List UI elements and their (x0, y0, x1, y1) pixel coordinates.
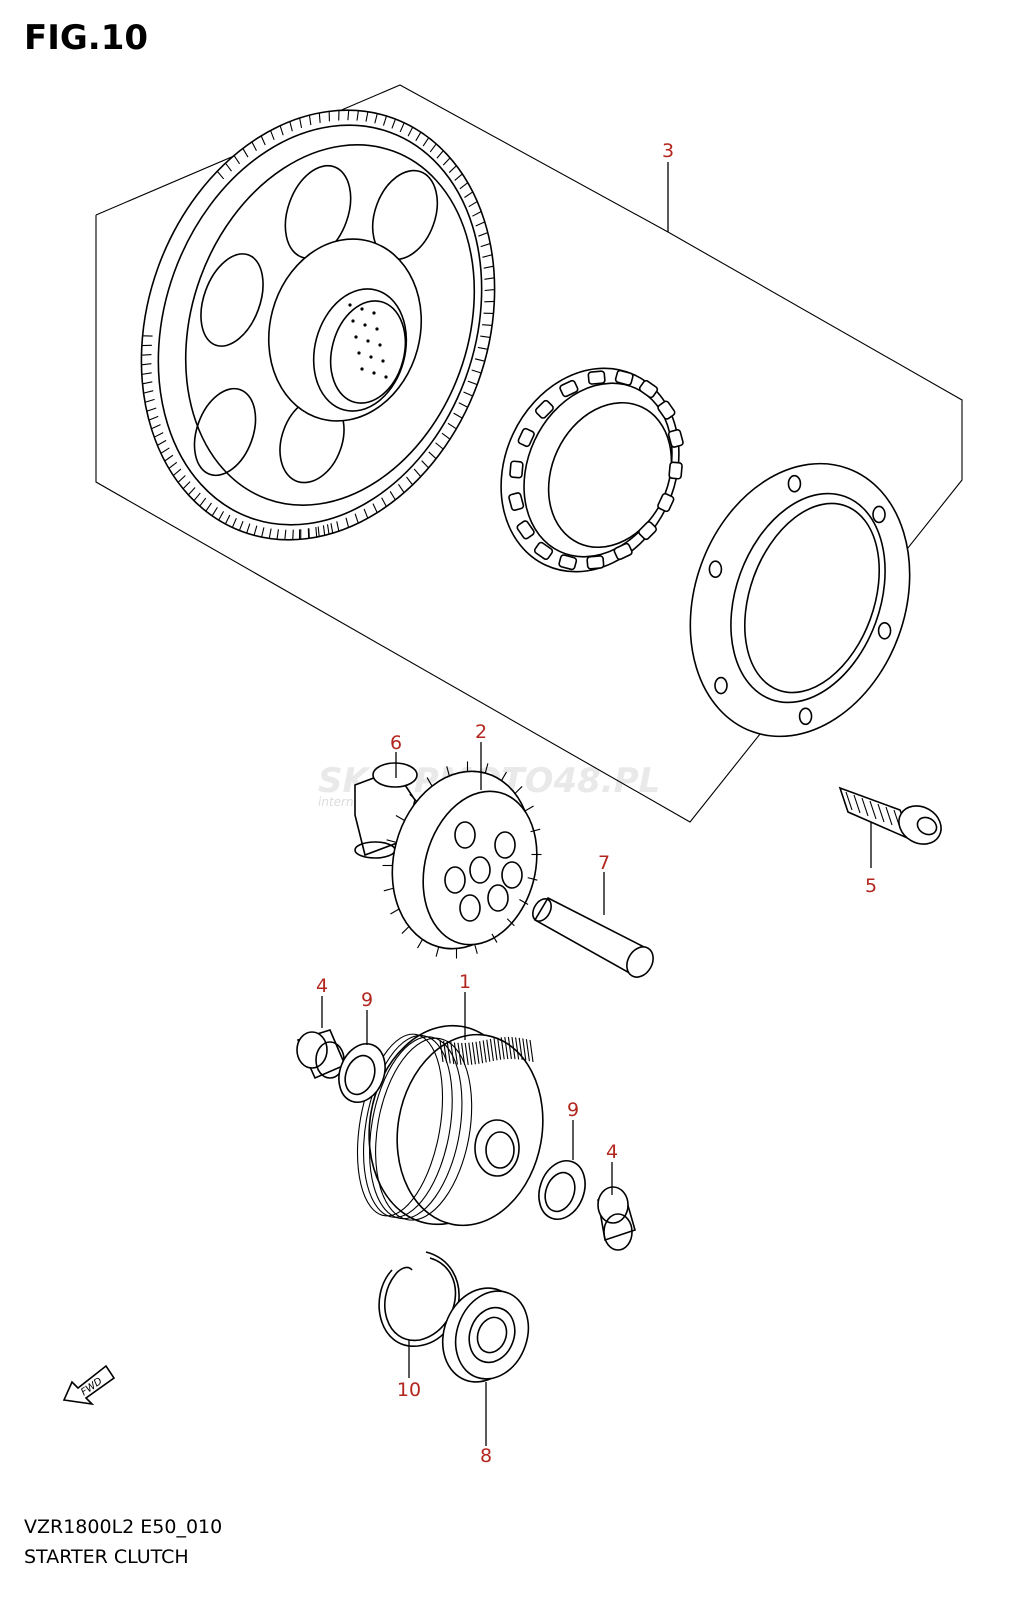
figure-title: FIG.10 (24, 18, 149, 58)
callout-4-right: 4 (606, 1141, 618, 1163)
bolt (838, 786, 942, 845)
figure-caption: STARTER CLUTCH (24, 1546, 189, 1568)
callout-9-right: 9 (567, 1099, 579, 1121)
assembly-outline (95, 84, 963, 823)
callout-3: 3 (662, 140, 674, 162)
callout-10: 10 (397, 1379, 421, 1401)
starter-clutch-assembly (356, 1024, 544, 1227)
callout-6: 6 (390, 732, 402, 754)
idle-gear (382, 761, 542, 959)
one-way-clutch (500, 367, 684, 573)
clutch-housing (689, 462, 911, 738)
callout-4-left: 4 (316, 975, 328, 997)
fwd-arrow-icon: FWD (62, 1364, 116, 1406)
washer-left (338, 1043, 386, 1103)
washer-right (538, 1160, 586, 1220)
starter-driven-gear (140, 109, 496, 541)
spacer-left (296, 1029, 347, 1080)
leader-lines (321, 162, 872, 1446)
circlip (378, 1251, 460, 1347)
spacer-right (597, 1186, 636, 1251)
callout-1: 1 (459, 971, 471, 993)
callout-9-left: 9 (361, 989, 373, 1011)
callout-8: 8 (480, 1445, 492, 1467)
callout-5: 5 (865, 875, 877, 897)
model-code: VZR1800L2 E50_010 (24, 1516, 223, 1538)
figure-footer: VZR1800L2 E50_010 STARTER CLUTCH (24, 1512, 222, 1572)
callout-labels: 3 2 6 5 7 1 4 9 9 4 10 8 (316, 140, 877, 1467)
callout-2: 2 (475, 721, 487, 743)
idle-gear-shaft (532, 896, 654, 978)
bearing (441, 1287, 530, 1383)
callout-7: 7 (598, 852, 610, 874)
